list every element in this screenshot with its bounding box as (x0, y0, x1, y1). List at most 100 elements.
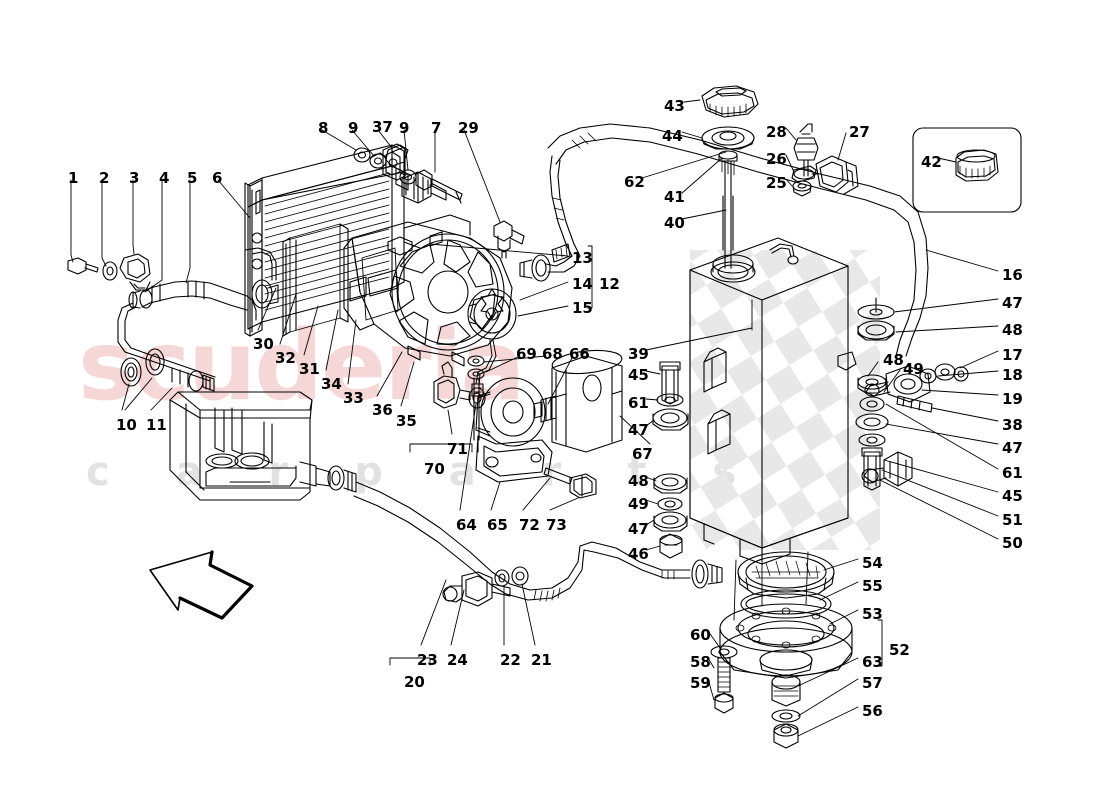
tank-mount-hardware-left (652, 299, 753, 559)
callout-52: 52 (889, 641, 910, 659)
oil-cooler-radiator (244, 143, 471, 337)
callout-41: 41 (664, 188, 685, 206)
callout-73: 73 (546, 516, 567, 534)
callout-21: 21 (531, 651, 552, 669)
callout-28: 28 (766, 123, 787, 141)
callout-61: 61 (628, 394, 649, 412)
callout-61: 61 (1002, 464, 1023, 482)
callout-12: 12 (599, 275, 620, 293)
callout-44: 44 (662, 127, 683, 145)
callout-11: 11 (146, 416, 167, 434)
callout-9: 9 (348, 119, 359, 137)
callout-35: 35 (396, 412, 417, 430)
callout-66: 66 (569, 345, 590, 363)
callout-71: 71 (447, 440, 468, 458)
callout-24: 24 (447, 651, 468, 669)
leader-lines (70, 99, 999, 737)
callout-27: 27 (849, 123, 870, 141)
callout-72: 72 (519, 516, 540, 534)
callout-43: 43 (664, 97, 685, 115)
callout-48: 48 (1002, 321, 1023, 339)
callout-29: 29 (458, 119, 479, 137)
callout-34: 34 (321, 375, 342, 393)
callout-55: 55 (862, 577, 883, 595)
callout-15: 15 (572, 299, 593, 317)
callout-69: 69 (516, 345, 537, 363)
oil-filler-cap-and-dipstick (701, 85, 759, 269)
cooler-mounting-hardware (353, 144, 525, 259)
callout-47: 47 (628, 421, 649, 439)
tank-base-strainer-assembly (710, 547, 853, 749)
callout-47: 47 (1002, 294, 1023, 312)
callout-1: 1 (68, 169, 79, 187)
callout-70: 70 (424, 460, 445, 478)
callout-17: 17 (1002, 346, 1023, 364)
callout-30: 30 (253, 335, 274, 353)
callout-9: 9 (399, 119, 410, 137)
direction-of-travel-arrow (149, 550, 254, 620)
callout-64: 64 (456, 516, 477, 534)
callout-40: 40 (664, 214, 685, 232)
callout-31: 31 (299, 360, 320, 378)
callout-8: 8 (318, 119, 329, 137)
callout-33: 33 (343, 389, 364, 407)
callout-50: 50 (1002, 534, 1023, 552)
engine-oil-pan (169, 391, 357, 501)
callout-14: 14 (572, 275, 593, 293)
callout-45: 45 (628, 366, 649, 384)
callout-60: 60 (690, 626, 711, 644)
callout-58: 58 (690, 653, 711, 671)
callout-45: 45 (1002, 487, 1023, 505)
callout-6: 6 (212, 169, 223, 187)
oil-return-hose-lower (353, 481, 723, 602)
right-union-fittings (855, 297, 969, 491)
callout-63: 63 (862, 653, 883, 671)
callout-13: 13 (572, 249, 593, 267)
callout-19: 19 (1002, 390, 1023, 408)
callout-54: 54 (862, 554, 883, 572)
callout-25: 25 (766, 174, 787, 192)
oil-hose-assembly-left (117, 247, 279, 392)
small-hardware-left (67, 253, 151, 291)
callout-47: 47 (628, 520, 649, 538)
callout-46: 46 (628, 545, 649, 563)
callout-51: 51 (1002, 511, 1023, 529)
callout-53: 53 (862, 605, 883, 623)
oil-supply-hose-upper (519, 123, 929, 357)
callout-18: 18 (1002, 366, 1023, 384)
callout-57: 57 (862, 674, 883, 692)
callout-10: 10 (116, 416, 137, 434)
cooling-fan-assembly (343, 221, 517, 397)
callout-26: 26 (766, 150, 787, 168)
callout-4: 4 (159, 169, 170, 187)
callout-39: 39 (628, 345, 649, 363)
callout-47: 47 (1002, 439, 1023, 457)
callout-3: 3 (129, 169, 140, 187)
callout-68: 68 (542, 345, 563, 363)
callout-5: 5 (187, 169, 198, 187)
callout-2: 2 (99, 169, 110, 187)
callout-62: 62 (624, 173, 645, 191)
callout-22: 22 (500, 651, 521, 669)
callout-20: 20 (404, 673, 425, 691)
callout-37: 37 (372, 118, 393, 136)
callout-48: 48 (883, 351, 904, 369)
sensor-and-clamp-group (791, 123, 859, 197)
callout-16: 16 (1002, 266, 1023, 284)
callout-23: 23 (417, 651, 438, 669)
callout-59: 59 (690, 674, 711, 692)
hose-clamp-group (442, 566, 529, 607)
oil-filter-canister (433, 349, 623, 499)
callout-65: 65 (487, 516, 508, 534)
callout-67: 67 (632, 445, 653, 463)
callout-32: 32 (275, 349, 296, 367)
callout-48: 48 (628, 472, 649, 490)
callout-56: 56 (862, 702, 883, 720)
callout-49: 49 (628, 495, 649, 513)
callout-42: 42 (921, 153, 942, 171)
callout-38: 38 (1002, 416, 1023, 434)
inset-detail-box (912, 127, 1022, 213)
callout-7: 7 (431, 119, 442, 137)
